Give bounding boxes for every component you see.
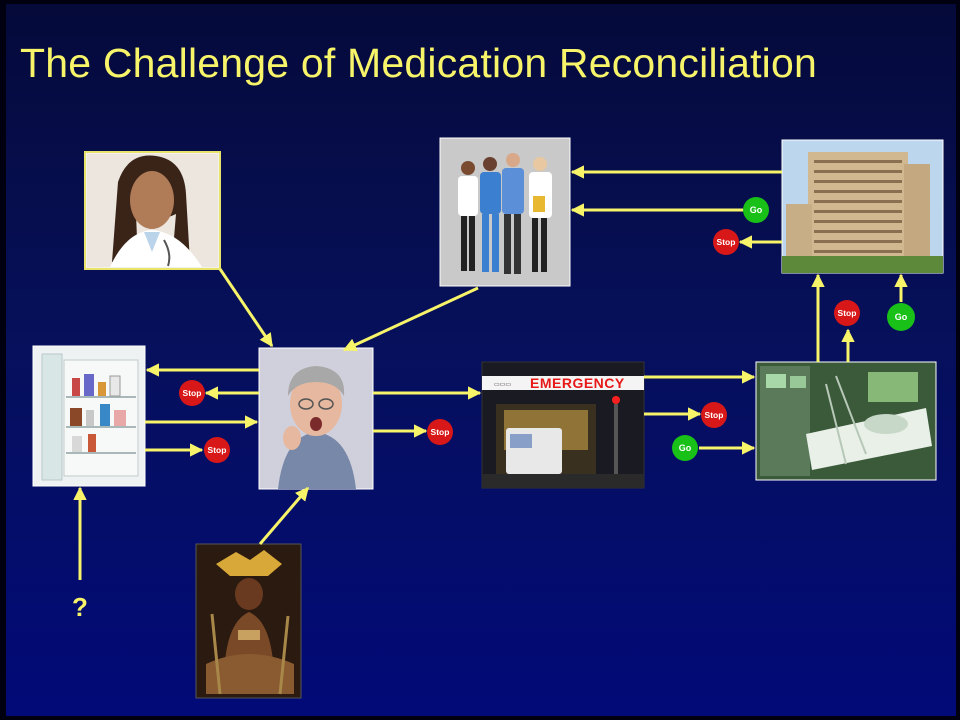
reconciliation-diagram: ▭▭▭ EMERGENCY bbox=[32, 137, 944, 699]
stop-label: Stop bbox=[183, 388, 202, 398]
hospital-photo bbox=[781, 139, 944, 274]
slide: The Challenge of Medication Reconciliati… bbox=[6, 4, 956, 716]
physician-photo bbox=[84, 151, 221, 270]
stop-label: Stop bbox=[705, 410, 724, 420]
medicine-cabinet-photo bbox=[32, 345, 146, 487]
flow-arrows bbox=[73, 165, 908, 580]
stop-sign-2: Stop bbox=[204, 437, 230, 463]
stop-sign-3: Stop bbox=[427, 419, 453, 445]
go-sign-2: Go bbox=[672, 435, 698, 461]
icu-photo bbox=[755, 361, 937, 481]
er-sign-text: EMERGENCY bbox=[530, 375, 625, 391]
patient-photo bbox=[258, 347, 374, 490]
arrow-careteam-to-patient bbox=[342, 286, 479, 352]
stop-label: Stop bbox=[717, 237, 736, 247]
stop-label: Stop bbox=[208, 445, 227, 455]
traditional-healer-photo bbox=[195, 543, 302, 699]
go-label: Go bbox=[895, 312, 908, 322]
stop-label: Stop bbox=[431, 427, 450, 437]
go-sign-3: Go bbox=[887, 303, 915, 331]
slide-title: The Challenge of Medication Reconciliati… bbox=[20, 40, 817, 86]
stop-sign-6: Stop bbox=[834, 300, 860, 326]
stop-label: Stop bbox=[838, 308, 857, 318]
er-sign-small-text: ▭▭▭ bbox=[494, 382, 511, 388]
arrow-healer-to-patient bbox=[258, 486, 310, 545]
go-sign-1: Go bbox=[743, 197, 769, 223]
stop-sign-5: Stop bbox=[713, 229, 739, 255]
go-label: Go bbox=[750, 205, 763, 215]
unknown-source-label: ? bbox=[72, 592, 88, 622]
emergency-room-photo: ▭▭▭ EMERGENCY bbox=[481, 361, 645, 489]
stop-sign-4: Stop bbox=[701, 402, 727, 428]
stop-sign-1: Stop bbox=[179, 380, 205, 406]
arrow-physician-to-patient bbox=[218, 268, 274, 348]
care-team-photo bbox=[439, 137, 571, 287]
go-label: Go bbox=[679, 443, 692, 453]
